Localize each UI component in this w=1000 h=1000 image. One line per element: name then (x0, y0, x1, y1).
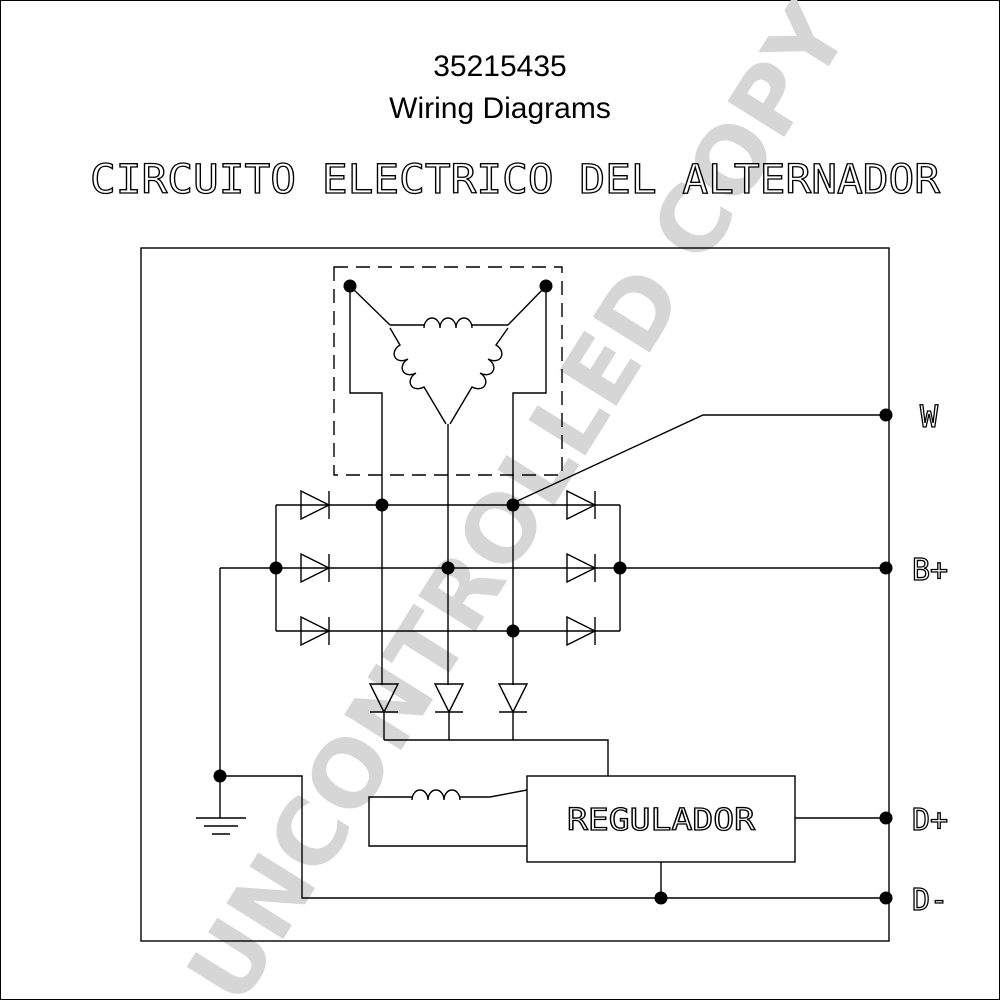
terminal-w-label: W (920, 400, 939, 435)
exciter-diodes (369, 503, 609, 776)
terminal-d-plus-label: D+ (912, 803, 948, 838)
w-terminal-wire (512, 414, 886, 504)
diagram-subtitle: CIRCUITO ELECTRICO DEL ALTERNADOR (90, 157, 941, 203)
alternator-housing (140, 247, 890, 942)
stator-winding (349, 285, 547, 568)
regulator-label: REGULADOR (567, 803, 756, 838)
ground-symbol (196, 568, 246, 835)
terminal-d-minus-label: D- (912, 883, 948, 918)
junction-dots (213, 279, 893, 905)
document-title: Wiring Diagrams (389, 92, 611, 125)
terminal-b-plus-label: B+ (912, 553, 948, 588)
part-number: 35215435 (433, 50, 567, 83)
field-coil (368, 789, 528, 847)
